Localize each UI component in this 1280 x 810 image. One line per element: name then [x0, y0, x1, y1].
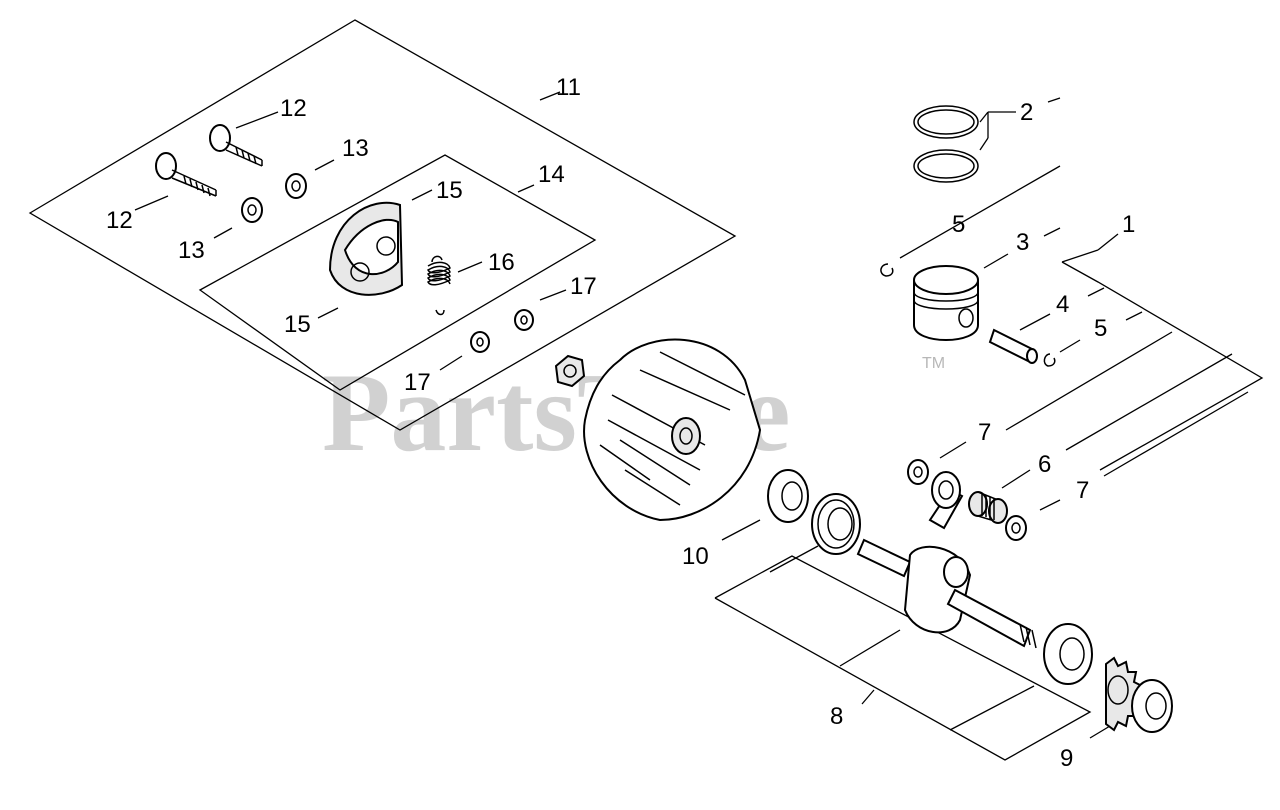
callout-7-upper: 7: [978, 419, 991, 446]
washer-13-lower: [241, 197, 263, 223]
callout-5-lower: 5: [1094, 315, 1107, 342]
bearing-end: [1131, 679, 1173, 733]
piston: [913, 265, 979, 341]
piston-ring-lower: [913, 149, 979, 183]
callout-13-upper: 13: [342, 135, 369, 162]
piston-assembly-frame: [1061, 261, 1264, 471]
bearing-right: [1043, 623, 1093, 685]
callout-1: 1: [1122, 211, 1135, 238]
piston-frame-top: [1061, 249, 1099, 263]
washer-13-upper: [285, 173, 307, 199]
callout-17-upper: 17: [570, 273, 597, 300]
callout-9: 9: [1060, 745, 1073, 772]
callout-12-lower: 12: [106, 207, 133, 234]
washer-17-right: [514, 309, 534, 331]
crankshaft-assembly-frame: [714, 555, 1092, 761]
clutch-spring: [427, 255, 451, 316]
circlip-right: [1043, 353, 1056, 367]
callout-2: 2: [1020, 99, 1033, 126]
callout-4: 4: [1056, 291, 1069, 318]
callout-8: 8: [830, 703, 843, 730]
callout-7-lower: 7: [1076, 477, 1089, 504]
watermark-trademark: TM: [922, 355, 945, 372]
thrust-washer-right: [1005, 515, 1027, 541]
clutch-shoe-frame: [198, 154, 597, 391]
bearing-inner-left: [811, 493, 861, 555]
callout-10: 10: [682, 543, 709, 570]
callout-12-upper: 12: [280, 95, 307, 122]
needle-bearing: [968, 491, 1008, 524]
callout-15-upper: 15: [436, 177, 463, 204]
crankshaft: [856, 471, 1037, 649]
clutch-assembly-frame: [28, 19, 737, 431]
callout-16: 16: [488, 249, 515, 276]
clutch-shoe: [328, 201, 404, 296]
flywheel-nut: [554, 354, 586, 388]
callout-5-upper: 5: [952, 211, 965, 238]
callout-11: 11: [556, 74, 581, 101]
clutch-bolt-upper: [209, 124, 263, 167]
piston-ring-upper: [913, 105, 979, 139]
callout-3: 3: [1016, 229, 1029, 256]
callout-labels: 11 12 12 13 13 14 15 15 16 17 17 2 5 3 1…: [106, 74, 1135, 772]
callout-13-lower: 13: [178, 237, 205, 264]
thrust-washer-left: [907, 459, 929, 485]
callout-6: 6: [1038, 451, 1051, 478]
circlip-left: [880, 263, 894, 277]
callout-17-lower: 17: [404, 369, 431, 396]
leader-lines: [134, 91, 1249, 739]
callout-14: 14: [538, 161, 565, 188]
washer-17-left: [470, 331, 490, 353]
piston-pin: [988, 328, 1038, 364]
callout-15-lower: 15: [284, 311, 311, 338]
clutch-bolt-lower: [155, 152, 217, 197]
bearing-outer-left: [767, 469, 809, 523]
flywheel: [583, 338, 762, 522]
